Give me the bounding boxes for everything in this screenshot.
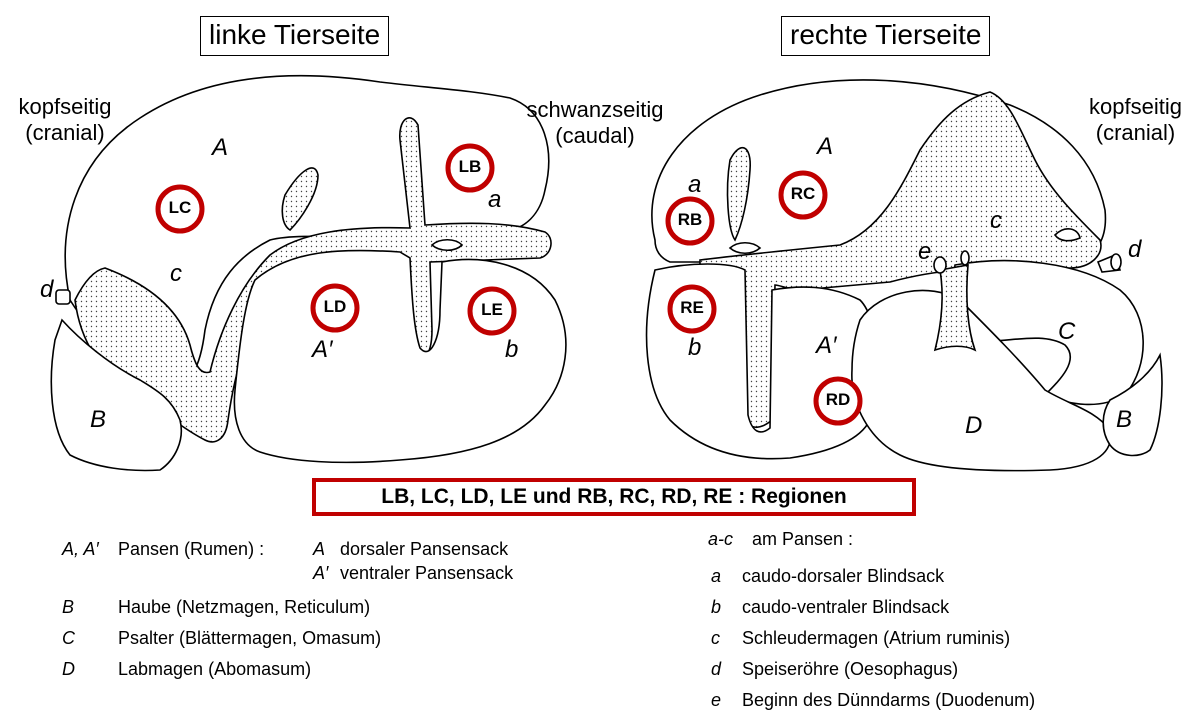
right-label-c: c (990, 207, 1002, 235)
left-head-direction: kopfseitig (cranial) (10, 94, 120, 146)
left-side-header: linke Tierseite (200, 16, 389, 56)
left-head-sub: (cranial) (10, 120, 120, 146)
right-head-main: kopfseitig (1089, 94, 1182, 119)
right-label-d: d (1128, 236, 1141, 264)
legend-left-text-3: Haube (Netzmagen, Reticulum) (118, 596, 370, 618)
right-label-A: A (817, 133, 833, 161)
right-label-b: b (688, 334, 701, 362)
left-stomach (51, 76, 566, 471)
legend-right-key-5: e (711, 689, 721, 711)
legend-left-key-4-text: C (62, 628, 75, 648)
regions-legend-title: LB, LC, LD, LE und RB, RC, RD, RE : Regi… (312, 478, 916, 516)
legend-left-subkey-1: A (313, 538, 325, 560)
right-label-Aprime: A′ (816, 332, 837, 360)
left-label-B: B (90, 406, 106, 434)
legend-right-text-5: Beginn des Dünndarms (Duodenum) (742, 689, 1035, 711)
legend-left-key-4: C (62, 627, 75, 649)
legend-left-subkey-1-text: A (313, 539, 325, 559)
region-LE: LE (470, 300, 514, 320)
legend-left-key-5-text: D (62, 659, 75, 679)
right-label-a: a (688, 171, 701, 199)
caudal-main: schwanzseitig (527, 97, 664, 122)
legend-right-key-3-text: c (711, 628, 720, 648)
legend-left-row-1: A, A′ (62, 538, 99, 560)
legend-left-subtext-2: ventraler Pansensack (340, 562, 513, 584)
legend-left-text-4: Psalter (Blättermagen, Omasum) (118, 627, 381, 649)
left-label-d: d (40, 276, 53, 304)
right-head-direction: kopfseitig (cranial) (1078, 94, 1193, 146)
legend-left-subkey-2: A′ (313, 562, 328, 584)
legend-left-subtext-1: dorsaler Pansensack (340, 538, 508, 560)
legend-left-key-5: D (62, 658, 75, 680)
legend-left-text-1: Pansen (Rumen) : (118, 538, 264, 560)
legend-left-subkey-2-text: A′ (313, 563, 328, 583)
region-RB: RB (668, 210, 712, 230)
right-label-D: D (965, 412, 982, 440)
legend-right-key-4: d (711, 658, 721, 680)
region-RD: RD (816, 390, 860, 410)
legend-right-key-1: a (711, 565, 721, 587)
caudal-direction: schwanzseitig (caudal) (525, 97, 665, 149)
left-label-b: b (505, 336, 518, 364)
legend-left-key-3: B (62, 596, 74, 618)
legend-left-key-1: A, A′ (62, 539, 99, 559)
left-label-a: a (488, 186, 501, 214)
legend-right-key-5-text: e (711, 690, 721, 710)
right-side-header: rechte Tierseite (781, 16, 990, 56)
legend-right-text-2: caudo-ventraler Blindsack (742, 596, 949, 618)
left-label-A: A (212, 134, 228, 162)
legend-right-key-3: c (711, 627, 720, 649)
legend-right-key-2-text: b (711, 597, 721, 617)
legend-right-text-3: Schleudermagen (Atrium ruminis) (742, 627, 1010, 649)
region-RC: RC (781, 184, 825, 204)
right-label-e: e (918, 238, 931, 266)
legend-right-head-key-text: a-c (708, 529, 733, 549)
legend-right-head-text: am Pansen : (752, 528, 853, 550)
legend-right-head-key: a-c (708, 528, 733, 550)
region-LD: LD (313, 297, 357, 317)
region-LC: LC (158, 198, 202, 218)
legend-right-key-1-text: a (711, 566, 721, 586)
left-head-main: kopfseitig (19, 94, 112, 119)
legend-left-key-3-text: B (62, 597, 74, 617)
legend-right-key-2: b (711, 596, 721, 618)
left-label-Aprime: A′ (312, 336, 333, 364)
region-RE: RE (670, 298, 714, 318)
legend-left-text-5: Labmagen (Abomasum) (118, 658, 311, 680)
region-LB: LB (448, 157, 492, 177)
legend-right-text-1: caudo-dorsaler Blindsack (742, 565, 944, 587)
right-head-sub: (cranial) (1078, 120, 1193, 146)
right-label-B: B (1116, 406, 1132, 434)
left-label-c: c (170, 260, 182, 288)
legend-right-text-4: Speiseröhre (Oesophagus) (742, 658, 958, 680)
legend-right-key-4-text: d (711, 659, 721, 679)
caudal-sub: (caudal) (525, 123, 665, 149)
right-label-C: C (1058, 318, 1075, 346)
